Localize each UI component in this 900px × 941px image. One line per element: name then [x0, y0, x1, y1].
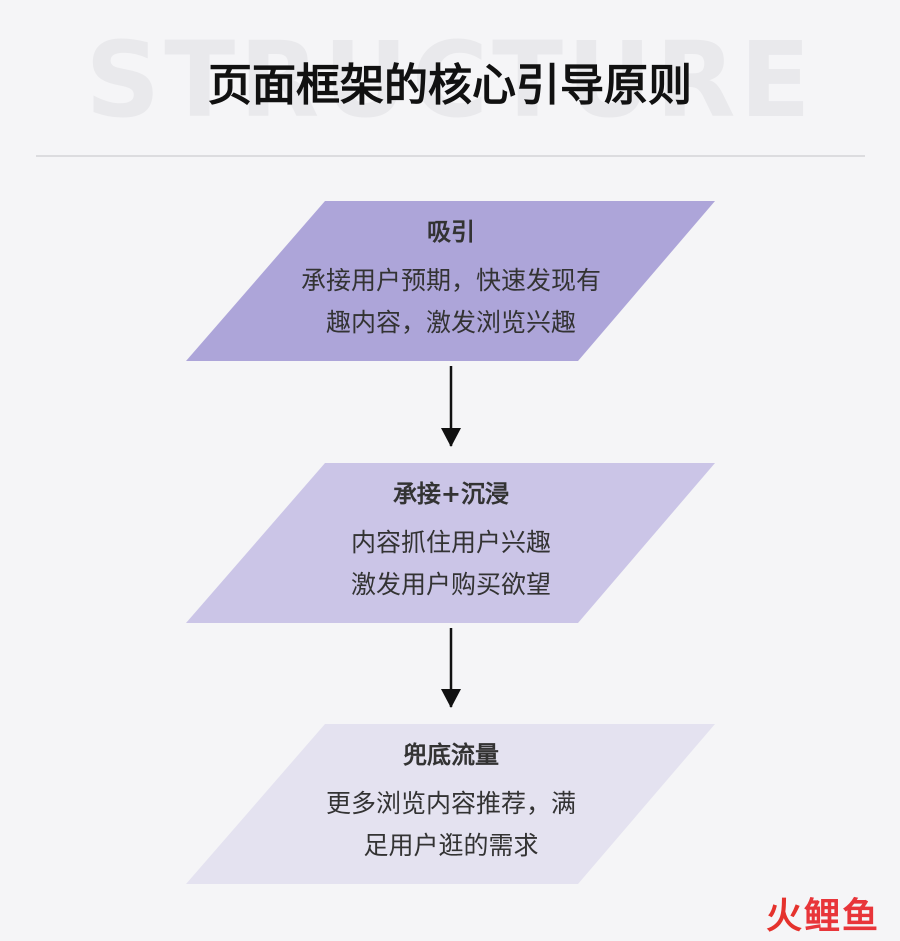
arrowhead-1	[441, 428, 461, 447]
logo-char: 鲤	[803, 896, 840, 937]
step-desc-line: 承接用户预期，快速发现有	[300, 265, 601, 295]
step-desc-line: 内容抓住用户兴趣	[350, 527, 551, 557]
step-engage: 承接+沉浸 内容抓住用户兴趣 激发用户购买欲望	[241, 478, 661, 606]
title-divider	[36, 155, 865, 157]
step-parallelogram-attract	[186, 201, 715, 361]
step-desc-line: 激发用户购买欲望	[350, 569, 551, 599]
step-attract: 吸引 承接用户预期，快速发现有 趣内容，激发浏览兴趣	[241, 216, 661, 344]
watermark-text: STRUCTURE	[85, 19, 815, 141]
arrowhead-2	[441, 689, 461, 708]
step-fallback: 兜底流量 更多浏览内容推荐，满 足用户逛的需求	[241, 739, 661, 867]
step-parallelogram-fallback	[186, 724, 715, 884]
step-heading: 吸引	[427, 218, 475, 246]
step-heading: 兜底流量	[403, 741, 499, 769]
logo-char: 鱼	[841, 896, 878, 937]
step-desc-line: 足用户逛的需求	[363, 830, 539, 860]
logo-char: 火	[765, 896, 802, 937]
step-desc-line: 更多浏览内容推荐，满	[325, 788, 576, 818]
step-parallelogram-engage	[186, 463, 715, 623]
page-title: 页面框架的核心引导原则	[208, 60, 692, 111]
brand-logo: 火 鲤 鱼	[766, 899, 878, 935]
step-desc-line: 趣内容，激发浏览兴趣	[325, 307, 576, 337]
step-heading: 承接+沉浸	[392, 480, 510, 508]
